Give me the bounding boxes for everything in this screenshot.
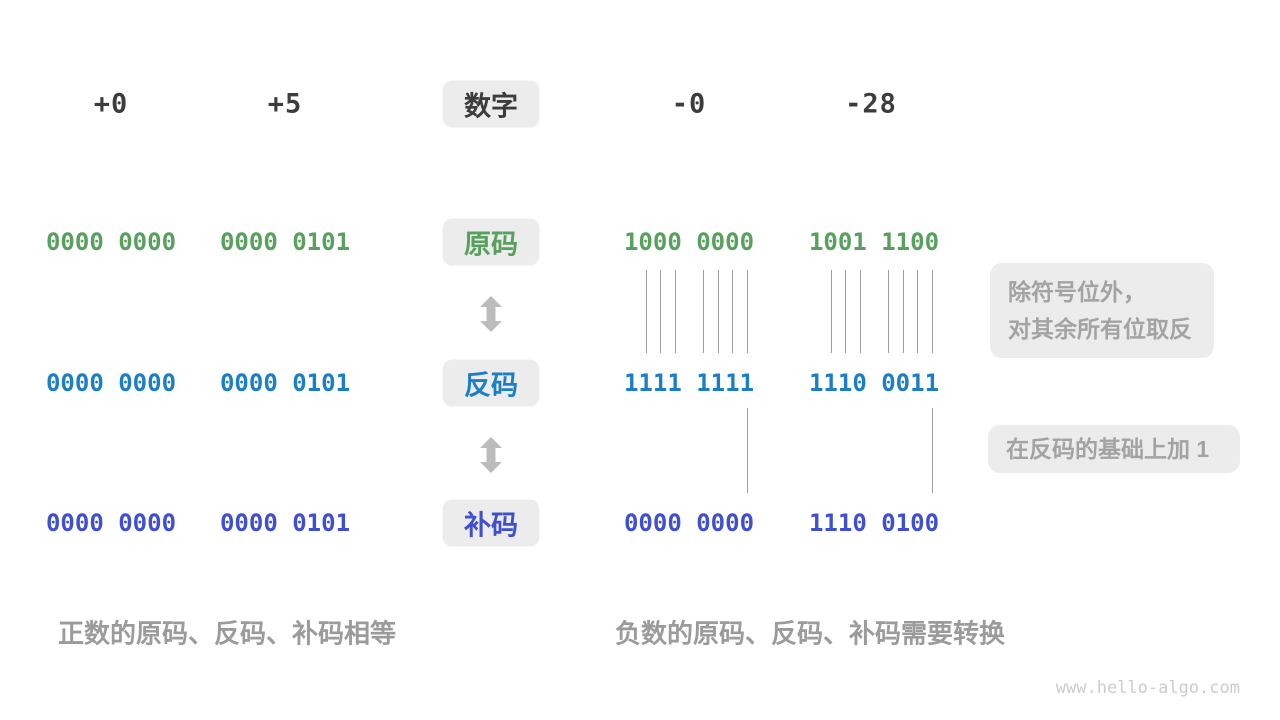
ones-complement-plus-zero: 0000 0000 bbox=[45, 369, 177, 397]
number-label-box: 数字 bbox=[442, 80, 540, 128]
bit-tick-line bbox=[747, 270, 748, 353]
bit-tick-line bbox=[860, 270, 861, 353]
invert-bits-note-line1: 除符号位外， bbox=[1008, 278, 1146, 305]
up-down-arrow-icon bbox=[480, 296, 502, 337]
sign-magnitude-minus-zero: 1000 0000 bbox=[623, 228, 755, 256]
ones-complement-minus-28: 1110 0011 bbox=[808, 369, 940, 397]
header-value-plus-zero: +0 bbox=[93, 88, 129, 120]
ones-complement-plus-five: 0000 0101 bbox=[219, 369, 351, 397]
invert-bits-note-line2: 对其余所有位取反 bbox=[1008, 315, 1192, 342]
header-value-minus-28: -28 bbox=[845, 88, 897, 120]
positive-numbers-caption: 正数的原码、反码、补码相等 bbox=[58, 618, 397, 649]
twos-complement-label-box: 补码 bbox=[442, 499, 540, 547]
carry-tick-line bbox=[747, 408, 748, 493]
bit-tick-line bbox=[703, 270, 704, 353]
bit-tick-line bbox=[932, 270, 933, 353]
negative-numbers-caption: 负数的原码、反码、补码需要转换 bbox=[615, 618, 1006, 649]
bit-tick-line bbox=[660, 270, 661, 353]
header-value-minus-zero: -0 bbox=[671, 88, 707, 120]
up-down-arrow-icon bbox=[480, 437, 502, 478]
header-value-plus-five: +5 bbox=[267, 88, 303, 120]
twos-complement-minus-zero: 0000 0000 bbox=[623, 509, 755, 537]
sign-magnitude-plus-zero: 0000 0000 bbox=[45, 228, 177, 256]
bit-tick-line bbox=[675, 270, 676, 353]
bit-tick-line bbox=[845, 270, 846, 353]
bit-tick-line bbox=[718, 270, 719, 353]
invert-bits-note: 除符号位外， 对其余所有位取反 bbox=[990, 263, 1214, 358]
ones-complement-label-box: 反码 bbox=[442, 359, 540, 407]
add-one-note-text: 在反码的基础上加 1 bbox=[1006, 435, 1210, 462]
bit-tick-line bbox=[732, 270, 733, 353]
bit-tick-line bbox=[646, 270, 647, 353]
bit-tick-line bbox=[917, 270, 918, 353]
add-one-note: 在反码的基础上加 1 bbox=[988, 425, 1240, 473]
ones-complement-minus-zero: 1111 1111 bbox=[623, 369, 755, 397]
sign-magnitude-minus-28: 1001 1100 bbox=[808, 228, 940, 256]
sign-magnitude-label-box: 原码 bbox=[442, 218, 540, 266]
watermark-url: www.hello-algo.com bbox=[1055, 678, 1240, 698]
twos-complement-minus-28: 1110 0100 bbox=[808, 509, 940, 537]
bit-tick-line bbox=[831, 270, 832, 353]
carry-tick-line bbox=[932, 408, 933, 493]
twos-complement-plus-five: 0000 0101 bbox=[219, 509, 351, 537]
sign-magnitude-plus-five: 0000 0101 bbox=[219, 228, 351, 256]
bit-tick-line bbox=[888, 270, 889, 353]
bit-tick-line bbox=[903, 270, 904, 353]
twos-complement-plus-zero: 0000 0000 bbox=[45, 509, 177, 537]
